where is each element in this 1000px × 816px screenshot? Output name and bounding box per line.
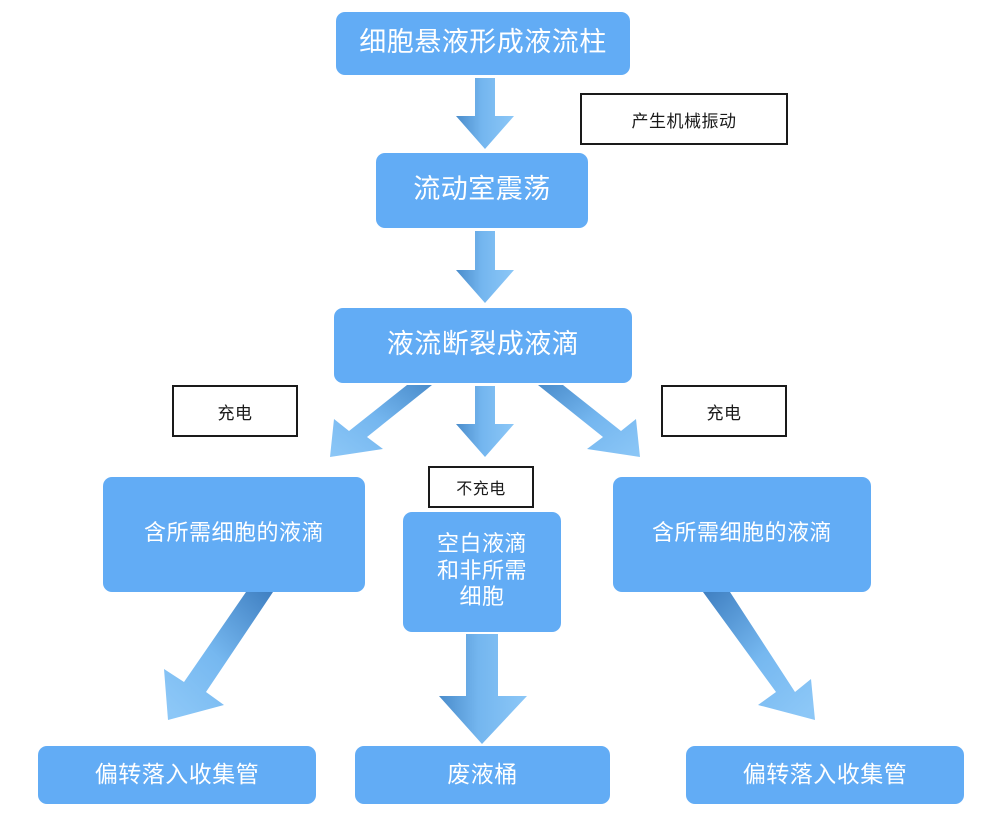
node-waste-container[interactable]: 废液桶 bbox=[355, 746, 610, 804]
label-charge-left: 充电 bbox=[172, 385, 298, 437]
node-blank-and-unwanted-cells[interactable]: 空白液滴 和非所需 细胞 bbox=[403, 512, 561, 632]
node-flow-cell-oscillation[interactable]: 流动室震荡 bbox=[376, 153, 588, 228]
arrow-down-right-n3-n6 bbox=[525, 385, 645, 460]
node-droplet-with-target-cells-right[interactable]: 含所需细胞的液滴 bbox=[613, 477, 871, 592]
label-no-charge-center: 不充电 bbox=[428, 466, 534, 508]
arrow-down-left-n4-n7 bbox=[158, 592, 288, 742]
label-charge-right: 充电 bbox=[661, 385, 787, 437]
arrow-down-n5-n8 bbox=[437, 634, 529, 746]
node-cell-suspension-stream[interactable]: 细胞悬液形成液流柱 bbox=[336, 12, 630, 75]
arrow-down-left-n3-n4 bbox=[325, 385, 445, 460]
node-droplet-with-target-cells-left[interactable]: 含所需细胞的液滴 bbox=[103, 477, 365, 592]
arrow-down-n3-n5 bbox=[455, 386, 515, 458]
node-deflect-into-collection-tube-right[interactable]: 偏转落入收集管 bbox=[686, 746, 964, 804]
arrow-down-n1-n2 bbox=[455, 78, 515, 150]
arrow-down-right-n6-n9 bbox=[698, 592, 833, 742]
label-mechanical-vibration: 产生机械振动 bbox=[580, 93, 788, 145]
node-stream-breaks-into-droplets[interactable]: 液流断裂成液滴 bbox=[334, 308, 632, 383]
arrow-down-n2-n3 bbox=[455, 231, 515, 304]
node-deflect-into-collection-tube-left[interactable]: 偏转落入收集管 bbox=[38, 746, 316, 804]
